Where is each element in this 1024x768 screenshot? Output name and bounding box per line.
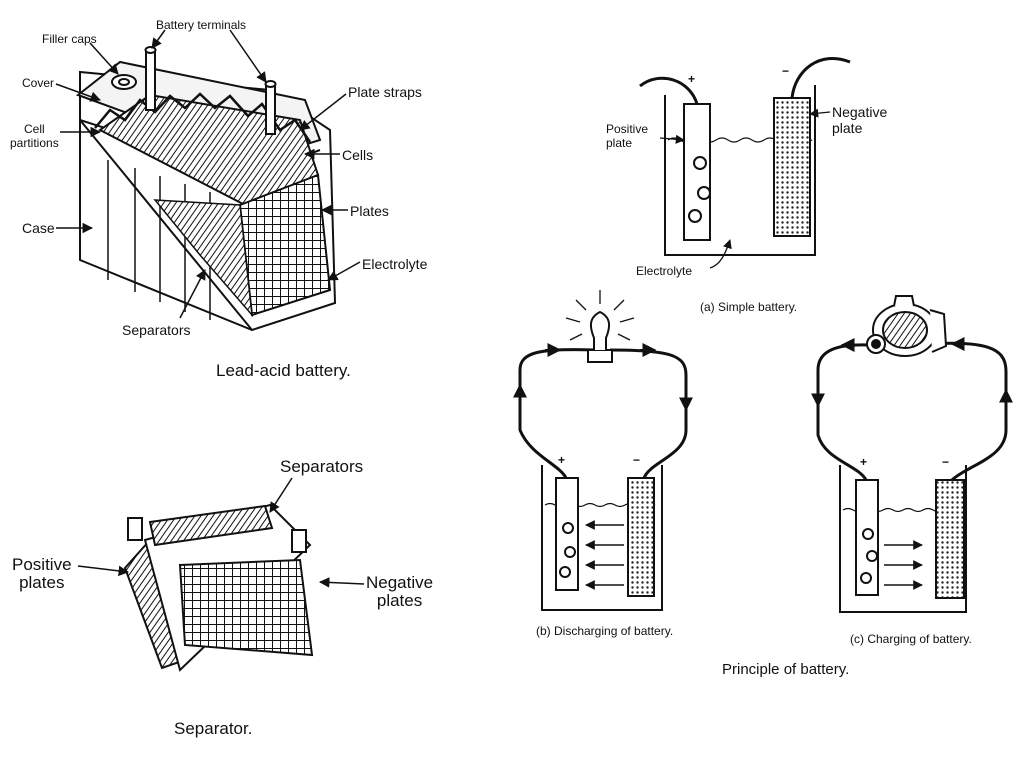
label-case: Case <box>22 220 55 236</box>
charge-plus-sign: + <box>860 455 868 469</box>
separator-lug-left <box>127 517 143 541</box>
label-positive-plate: Positive plate <box>606 122 649 150</box>
discharge-negative-plate <box>627 477 655 597</box>
label-separators-battery: Separators <box>122 322 191 338</box>
lead-acid-leaders <box>55 29 361 319</box>
caption-separator: Separator. <box>174 719 253 738</box>
charging-diagram <box>811 295 1013 613</box>
label-separators: Separators <box>280 457 364 476</box>
label-negative-plate: Negative plate <box>832 104 888 136</box>
label-cells: Cells <box>342 147 374 163</box>
lamp-icon <box>565 290 635 363</box>
simple-plus-sign: + <box>688 72 696 86</box>
caption-principle-of-battery: Principle of battery. <box>722 661 850 678</box>
label-plates: Plates <box>350 203 389 219</box>
discharge-positive-plate <box>555 477 579 591</box>
terminal-positive <box>145 49 156 111</box>
label-cover: Cover <box>22 76 55 90</box>
label-filler-caps: Filler caps <box>42 32 97 46</box>
alternator-icon <box>866 295 948 357</box>
label-negative-plates: Negative plates <box>366 573 434 610</box>
discharge-container <box>541 465 663 611</box>
terminal-negative <box>265 83 276 135</box>
label-positive-plates: Positive plates <box>12 555 72 592</box>
caption-lead-acid-battery: Lead-acid battery. <box>216 361 351 380</box>
charge-circuit <box>816 341 1008 482</box>
separator-drawing <box>123 503 314 672</box>
lead-acid-battery-drawing <box>75 46 337 332</box>
charge-positive-plate <box>855 479 879 596</box>
label-cell-partitions: Cell partitions <box>10 122 59 150</box>
separator-leaders <box>77 477 365 588</box>
separator-lug-right <box>291 529 307 553</box>
discharge-plus-sign: + <box>558 453 566 467</box>
charge-container <box>839 465 967 613</box>
label-electrolyte-simple: Electrolyte <box>636 264 693 278</box>
discharge-minus-sign: − <box>633 453 641 467</box>
label-electrolyte: Electrolyte <box>362 256 428 272</box>
caption-discharging: (b) Discharging of battery. <box>536 624 674 638</box>
charge-negative-plate <box>935 479 965 599</box>
simple-negative-plate <box>773 97 811 237</box>
label-battery-terminals: Battery terminals <box>156 18 247 32</box>
caption-simple-battery: (a) Simple battery. <box>700 300 798 314</box>
simple-battery-diagram <box>639 56 851 269</box>
simple-minus-sign: − <box>782 64 790 78</box>
filler-cap <box>111 74 137 90</box>
charge-minus-sign: − <box>942 455 950 469</box>
caption-charging: (c) Charging of battery. <box>850 632 972 646</box>
simple-battery-container <box>664 85 816 256</box>
label-plate-straps: Plate straps <box>348 84 422 100</box>
negative-plate-grid <box>178 558 314 657</box>
simple-positive-plate <box>683 103 711 241</box>
discharging-diagram <box>513 290 693 611</box>
discharge-circuit <box>518 348 688 479</box>
